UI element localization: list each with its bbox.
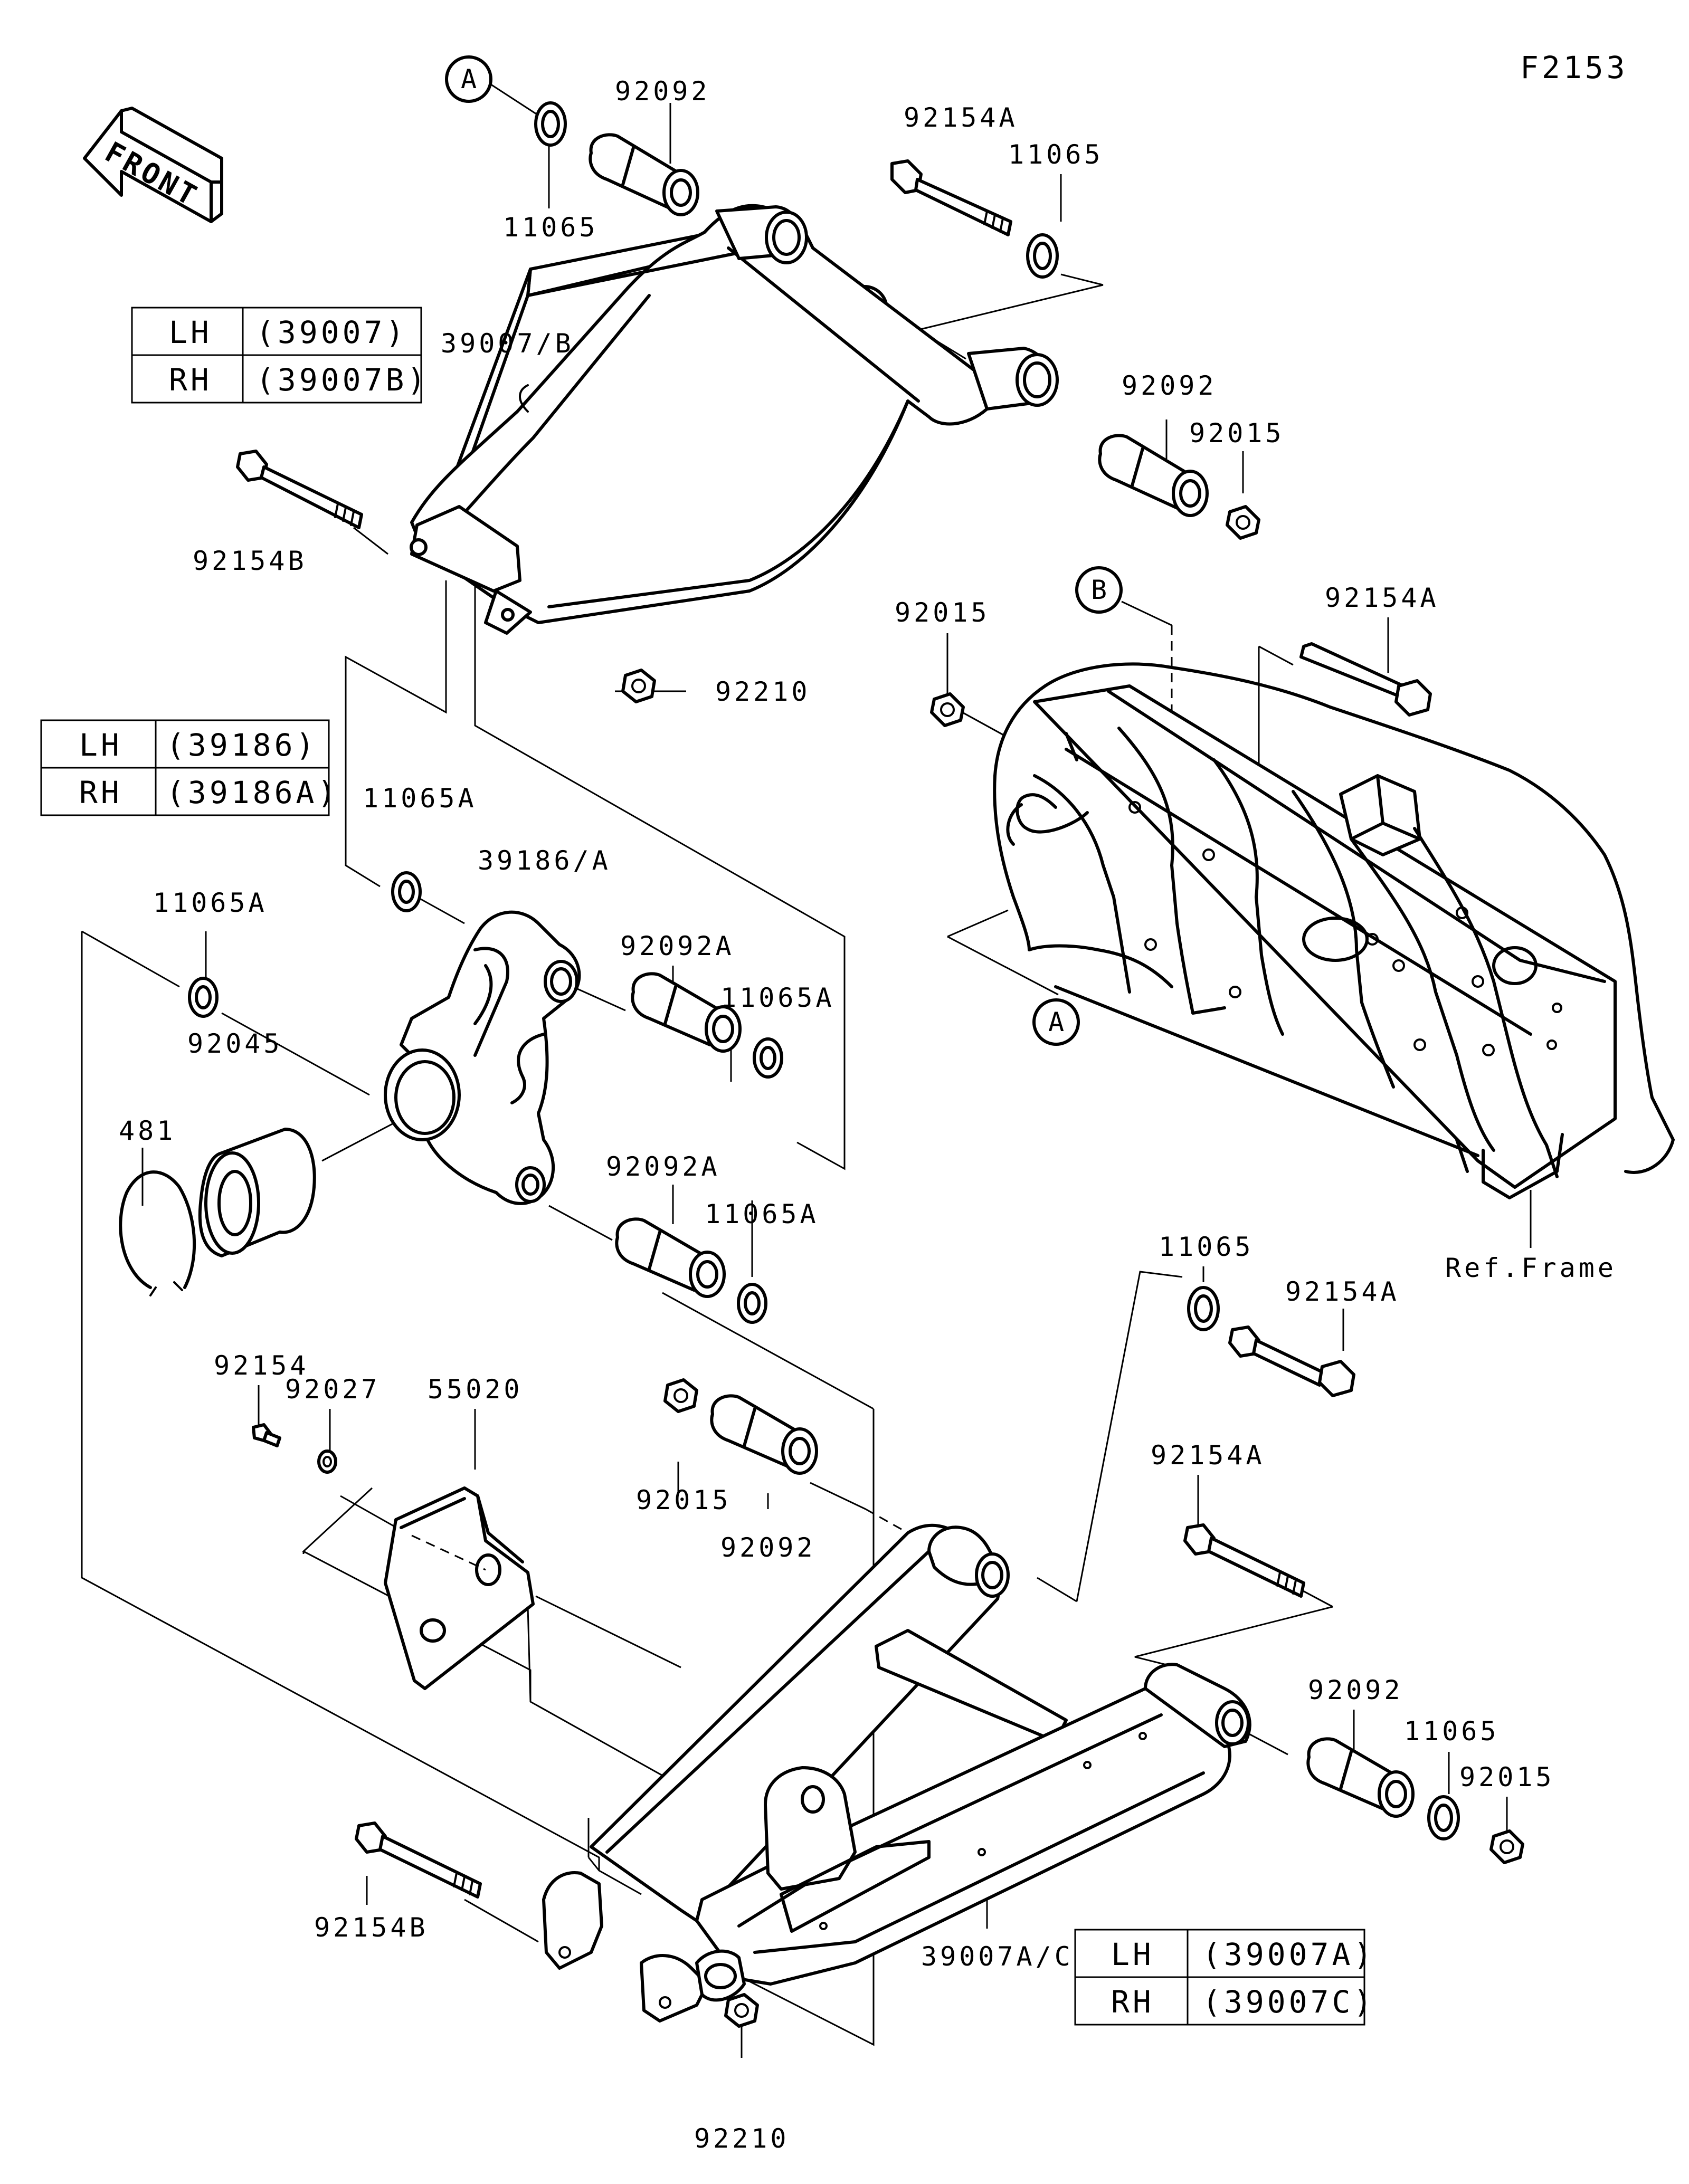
reference-frame: [993, 662, 1675, 1199]
nut-92027: [317, 1449, 337, 1474]
callout-c16: 11065A: [720, 983, 835, 1013]
bolt-92154b-lower: [355, 1821, 482, 1899]
washer-11065-top-right: [1026, 233, 1059, 279]
bolt-92154-small: [252, 1423, 281, 1447]
callout-c26: 92154A: [1151, 1440, 1265, 1471]
callout-c03: 92154A: [904, 102, 1018, 133]
callout-c08: 92154B: [193, 546, 307, 576]
reference-frame-label: Ref.Frame: [1445, 1253, 1617, 1283]
svg-text:B: B: [1091, 575, 1110, 605]
callout-c23: 92154: [214, 1350, 309, 1381]
callout-c34: 92210: [694, 2123, 790, 2154]
nut-92210-upper: [621, 669, 656, 703]
bolt-92154a-frame: [1299, 642, 1432, 717]
table-upper-arm-rh-part: (39007B): [256, 362, 429, 398]
callout-c11: 92154A: [1325, 583, 1439, 613]
table-knuckle-lh: LH: [79, 727, 122, 763]
callout-c28: 92092: [720, 1532, 816, 1563]
nut-92015-lower-left: [663, 1378, 698, 1413]
table-lower-arm-rh-part: (39007C): [1202, 1984, 1375, 2020]
ref-marker-a-top: A: [445, 55, 492, 103]
callout-c13: 39186/A: [478, 845, 611, 876]
callout-c06: 92092: [1122, 370, 1217, 401]
figure-code: F2153: [1520, 50, 1628, 85]
washer-11065-lower: [1187, 1286, 1220, 1331]
callout-c21: 11065: [1159, 1232, 1254, 1262]
washer-11065a-lower: [737, 1283, 767, 1324]
washer-11065a-knuckle-top: [391, 871, 422, 912]
nut-92015-lower-right: [1489, 1829, 1524, 1864]
svg-text:A: A: [461, 64, 480, 94]
svg-text:A: A: [1048, 1007, 1067, 1037]
snap-ring-481: [119, 1170, 196, 1296]
callout-c20: 11065A: [705, 1199, 819, 1229]
bushing-92092-lower-left: [710, 1394, 818, 1475]
bearing-92045: [198, 1128, 316, 1257]
callout-c04: 11065: [1008, 139, 1104, 170]
callout-c32: 92154B: [314, 1912, 429, 1943]
steering-knuckle: [384, 910, 581, 1205]
bushing-92092a-upper: [631, 972, 742, 1053]
callout-c33: 39007A/C: [921, 1941, 1074, 1972]
table-knuckle-rh-part: (39186A): [166, 775, 339, 810]
callout-c22: 92154A: [1285, 1276, 1400, 1307]
washer-11065-lower-right: [1427, 1795, 1460, 1840]
table-upper-arm: LH (39007) RH (39007B): [131, 307, 429, 404]
table-knuckle: LH (39186) RH (39186A): [40, 719, 339, 816]
table-upper-arm-lh-part: (39007): [256, 314, 407, 350]
callout-c07: 92015: [1189, 418, 1285, 449]
nut-92015-top: [1226, 505, 1260, 540]
bracket-55020: [384, 1486, 535, 1690]
washer-11065a-left: [188, 977, 219, 1018]
bolt-92154a-top: [890, 159, 1012, 236]
bolt-92154b-upper: [236, 450, 363, 529]
bushing-92092-lower-right: [1306, 1737, 1415, 1818]
table-lower-arm-lh: LH: [1111, 1937, 1154, 1972]
ref-marker-b-frame: B: [1075, 566, 1123, 614]
lower-a-arm: [542, 1523, 1251, 2023]
callout-labels: 92092 11065 92154A 11065 39007/B 92092 9…: [119, 76, 1617, 2154]
nut-92015-frame: [930, 692, 965, 727]
callout-c10: 92015: [895, 597, 990, 628]
bushing-92092-top-right: [1098, 434, 1209, 517]
callout-c17: 92045: [187, 1028, 283, 1059]
callout-c18: 481: [119, 1115, 176, 1146]
table-upper-arm-lh: LH: [169, 314, 212, 350]
callout-c30: 11065: [1404, 1716, 1500, 1747]
callout-c14: 11065A: [153, 888, 268, 918]
table-lower-arm-rh: RH: [1111, 1984, 1154, 2020]
callout-c09: 92210: [715, 676, 811, 707]
table-knuckle-rh: RH: [79, 775, 122, 810]
bolt-92154a-lower-2: [1183, 1523, 1305, 1598]
washer-11065a-mid: [753, 1037, 783, 1079]
bushing-92092-top-left: [589, 133, 699, 216]
table-lower-arm: LH (39007A) RH (39007C): [1074, 1929, 1375, 2026]
callout-c25: 55020: [428, 1374, 523, 1405]
front-arrow-icon: FRONT: [83, 107, 223, 223]
callout-c02: 11065: [503, 212, 599, 243]
ref-marker-a-frame: A: [1032, 998, 1080, 1046]
callout-c15: 92092A: [620, 931, 735, 961]
upper-a-arm: [410, 204, 1059, 635]
callout-c24: 92027: [285, 1374, 381, 1405]
callout-c27: 92015: [636, 1485, 732, 1515]
callout-c19: 92092A: [606, 1151, 720, 1182]
bolt-92154a-lower-1: [1228, 1325, 1355, 1397]
callout-c01: 92092: [615, 76, 710, 107]
washer-11065-top-left: [534, 101, 567, 147]
nut-92210-lower: [724, 1993, 759, 2028]
callout-c31: 92015: [1459, 1762, 1555, 1792]
bushing-92092a-lower: [615, 1217, 726, 1298]
callout-c12: 11065A: [363, 783, 477, 814]
table-upper-arm-rh: RH: [169, 362, 212, 398]
table-knuckle-lh-part: (39186): [166, 727, 317, 763]
table-lower-arm-lh-part: (39007A): [1202, 1937, 1375, 1972]
callout-c05: 39007/B: [441, 328, 574, 359]
callout-c29: 92092: [1308, 1675, 1403, 1705]
